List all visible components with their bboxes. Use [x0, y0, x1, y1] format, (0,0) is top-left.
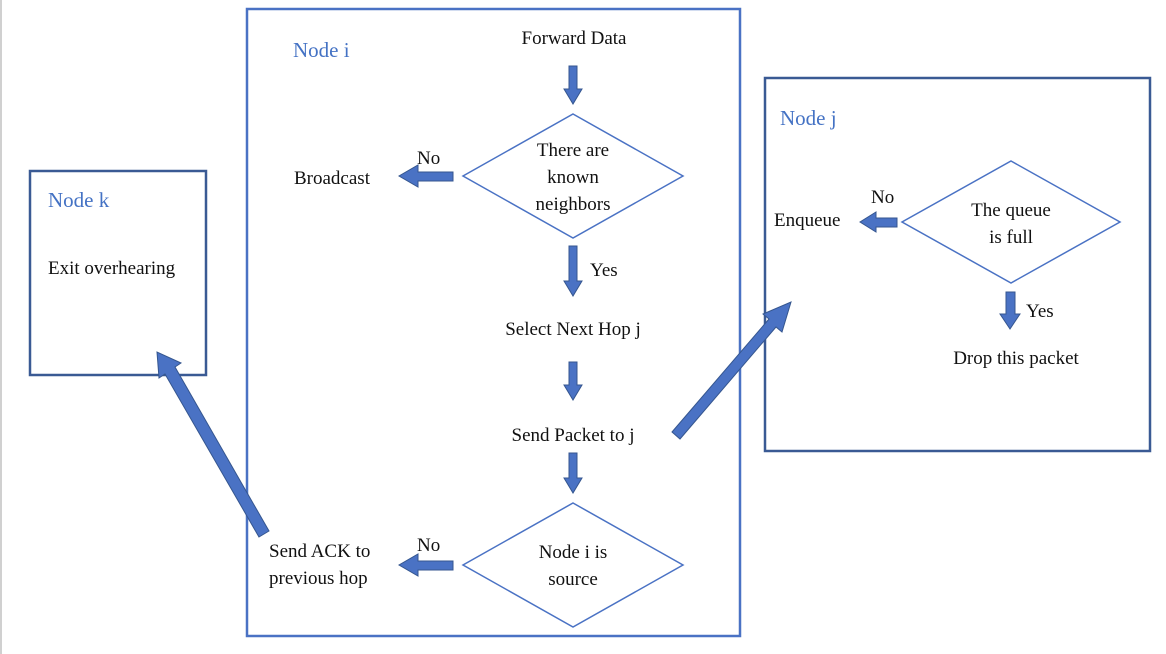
queue-full-line-2: is full	[989, 227, 1033, 248]
arrow-left-enqueue	[859, 211, 898, 233]
forward-data-label: Forward Data	[521, 28, 627, 49]
known-neighbors-line-3: neighbors	[535, 194, 611, 215]
select-next-hop-label: Select Next Hop j	[505, 319, 641, 340]
arrow-down-forward-data	[563, 65, 583, 105]
yes-label-queue: Yes	[1026, 301, 1054, 322]
node-i-source-line-1: Node i is	[538, 542, 608, 563]
decision-node-i-source	[461, 502, 685, 628]
arrow-down-yes	[563, 245, 583, 297]
arrow-down-drop	[999, 291, 1021, 330]
known-neighbors-line-2: known	[547, 167, 599, 188]
send-ack-line-1: Send ACK to	[269, 541, 371, 562]
node-j-title: Node j	[780, 106, 837, 130]
arrow-down-send-packet	[563, 452, 583, 494]
yes-label-neighbors: Yes	[590, 260, 618, 281]
no-label-send-ack: No	[417, 535, 441, 556]
exit-overhearing-label: Exit overhearing	[48, 258, 176, 279]
arrow-to-node-j	[671, 301, 792, 440]
no-label-broadcast: No	[417, 148, 441, 169]
queue-full-line-1: The queue	[971, 200, 1051, 221]
enqueue-label: Enqueue	[774, 210, 841, 231]
send-packet-label: Send Packet to j	[511, 425, 635, 446]
node-j-box	[763, 76, 1152, 453]
arrow-left-broadcast	[398, 164, 454, 188]
node-i-box	[245, 7, 742, 638]
send-ack-line-2: previous hop	[269, 568, 368, 589]
decision-queue-full	[900, 160, 1122, 284]
node-k-title: Node k	[48, 188, 110, 212]
node-i-source-line-2: source	[548, 569, 598, 590]
arrow-to-node-k	[156, 351, 270, 538]
decision-known-neighbors	[461, 113, 685, 239]
node-i-title: Node i	[293, 38, 350, 62]
arrow-down-select-next-hop	[563, 361, 583, 401]
broadcast-label: Broadcast	[294, 168, 370, 189]
no-label-enqueue: No	[871, 187, 895, 208]
drop-packet-label: Drop this packet	[953, 348, 1079, 369]
node-k-box	[28, 169, 208, 377]
arrow-left-send-ack	[398, 553, 454, 577]
known-neighbors-line-1: There are	[536, 140, 610, 161]
